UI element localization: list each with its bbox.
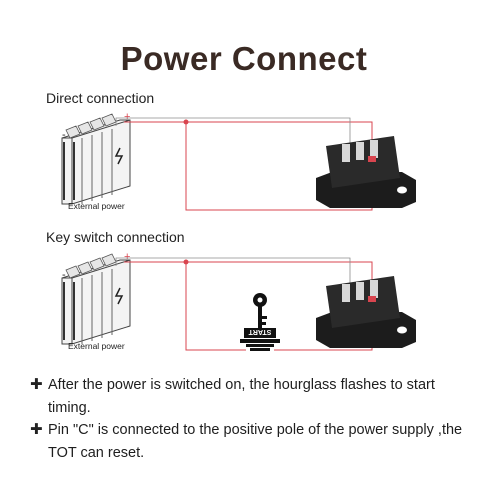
minus-sign: - [62, 269, 66, 281]
external-power-label: External power [68, 341, 125, 351]
direct-connection-label: Direct connection [46, 90, 155, 106]
timer-device-icon [316, 276, 416, 348]
note-text: After the power is switched on, the hour… [48, 377, 435, 416]
minus-sign: - [62, 129, 66, 141]
notes-list: ✚ After the power is switched on, the ho… [30, 374, 470, 464]
plus-sign: + [124, 251, 130, 263]
key-switch-icon: START [240, 293, 280, 351]
timer-device-icon [316, 136, 416, 208]
page-title: Power Connect [120, 40, 368, 77]
plus-bullet-icon: ✚ [30, 376, 43, 393]
plus-bullet-icon: ✚ [30, 421, 43, 438]
key-switch-connection-diagram: - + External power START [61, 251, 416, 351]
negative-wire [115, 257, 351, 288]
key-start-text: START [248, 328, 272, 335]
note-item: ✚ After the power is switched on, the ho… [30, 374, 470, 419]
note-text: Pin "C" is connected to the positive pol… [48, 422, 463, 461]
negative-wire [115, 117, 351, 148]
battery-pack-icon [61, 113, 131, 205]
direct-connection-diagram: - + External power [61, 111, 416, 211]
note-item: ✚ Pin "C" is connected to the positive p… [30, 419, 470, 464]
plus-sign: + [124, 111, 130, 123]
wire-to-key-switch [185, 262, 246, 351]
key-switch-connection-label: Key switch connection [46, 229, 185, 245]
battery-pack-icon [61, 253, 131, 345]
external-power-label: External power [68, 201, 125, 211]
